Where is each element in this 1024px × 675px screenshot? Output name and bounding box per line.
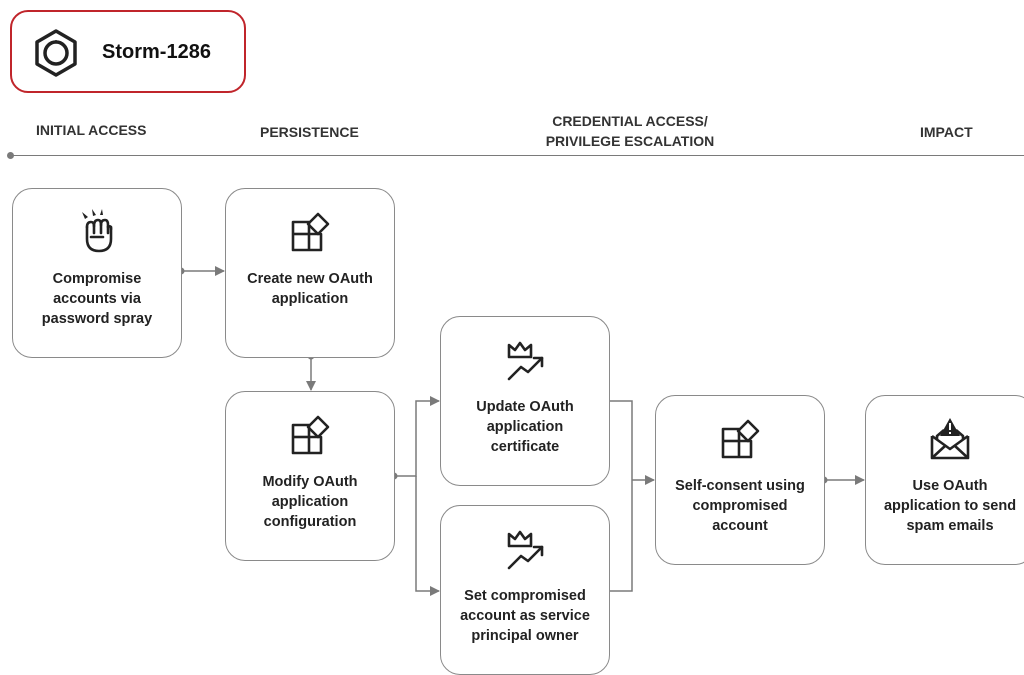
label-line: accounts via (53, 291, 141, 307)
hexagon-ring-logo-icon (35, 29, 77, 77)
label-line: configuration (263, 514, 357, 530)
label-line: Compromise (52, 271, 142, 287)
node-spam-emails: Use OAuth application to send spam email… (865, 395, 1024, 565)
label-line: password spray (41, 311, 153, 327)
node-password-spray: Compromise accounts via password spray (12, 188, 182, 358)
phase-impact: IMPACT (920, 124, 973, 140)
connector-modify-setowner (415, 476, 440, 596)
node-set-owner-label: Set compromised account as service princ… (456, 586, 594, 646)
timeline-line (10, 155, 1024, 156)
label-line: principal owner (471, 628, 579, 644)
connector-join (609, 400, 633, 592)
label-line: Use OAuth (912, 478, 988, 494)
crown-trend-icon (507, 341, 544, 381)
timeline-start-dot (7, 152, 14, 159)
phase-credential-access: CREDENTIAL ACCESS/ PRIVILEGE ESCALATION (530, 111, 730, 151)
phase-credential-line1: CREDENTIAL ACCESS/ (552, 113, 708, 129)
app-grid-icon (291, 212, 330, 252)
node-self-consent: Self-consent using compromised account (655, 395, 825, 565)
app-grid-icon (291, 415, 330, 455)
envelope-alert-icon (930, 418, 970, 460)
label-line: Set compromised (464, 588, 586, 604)
label-line: Update OAuth (476, 399, 574, 415)
label-line: certificate (490, 439, 560, 455)
actor-title: Storm-1286 (102, 41, 211, 63)
connector-modify-update (394, 396, 440, 477)
node-update-certificate: Update OAuth application certificate (440, 316, 610, 486)
label-line: application (271, 291, 349, 307)
label-line: application (486, 419, 564, 435)
node-create-oauth: Create new OAuth application (225, 188, 395, 358)
label-line: application (271, 494, 349, 510)
node-set-owner: Set compromised account as service princ… (440, 505, 610, 675)
node-modify-oauth-label: Modify OAuth application configuration (258, 472, 361, 532)
phase-credential-line2: PRIVILEGE ESCALATION (545, 133, 715, 149)
phase-persistence: PERSISTENCE (260, 124, 359, 140)
label-line: Self-consent using (675, 478, 805, 494)
label-line: application to send (883, 498, 1017, 514)
label-line: Create new OAuth (247, 271, 373, 287)
fist-attack-icon (82, 209, 113, 253)
actor-badge: Storm-1286 (10, 10, 246, 93)
crown-trend-icon (507, 530, 544, 570)
node-password-spray-label: Compromise accounts via password spray (38, 269, 156, 329)
node-self-consent-label: Self-consent using compromised account (671, 476, 809, 536)
node-update-certificate-label: Update OAuth application certificate (472, 397, 577, 457)
label-line: compromised (692, 498, 788, 514)
node-modify-oauth: Modify OAuth application configuration (225, 391, 395, 561)
node-create-oauth-label: Create new OAuth application (243, 269, 377, 309)
label-line: Modify OAuth (262, 474, 358, 490)
app-grid-icon (721, 419, 760, 459)
phase-initial-access: INITIAL ACCESS (36, 122, 147, 138)
label-line: account (712, 518, 768, 534)
node-spam-emails-label: Use OAuth application to send spam email… (880, 476, 1020, 536)
label-line: spam emails (906, 518, 994, 534)
label-line: account as service (460, 608, 590, 624)
